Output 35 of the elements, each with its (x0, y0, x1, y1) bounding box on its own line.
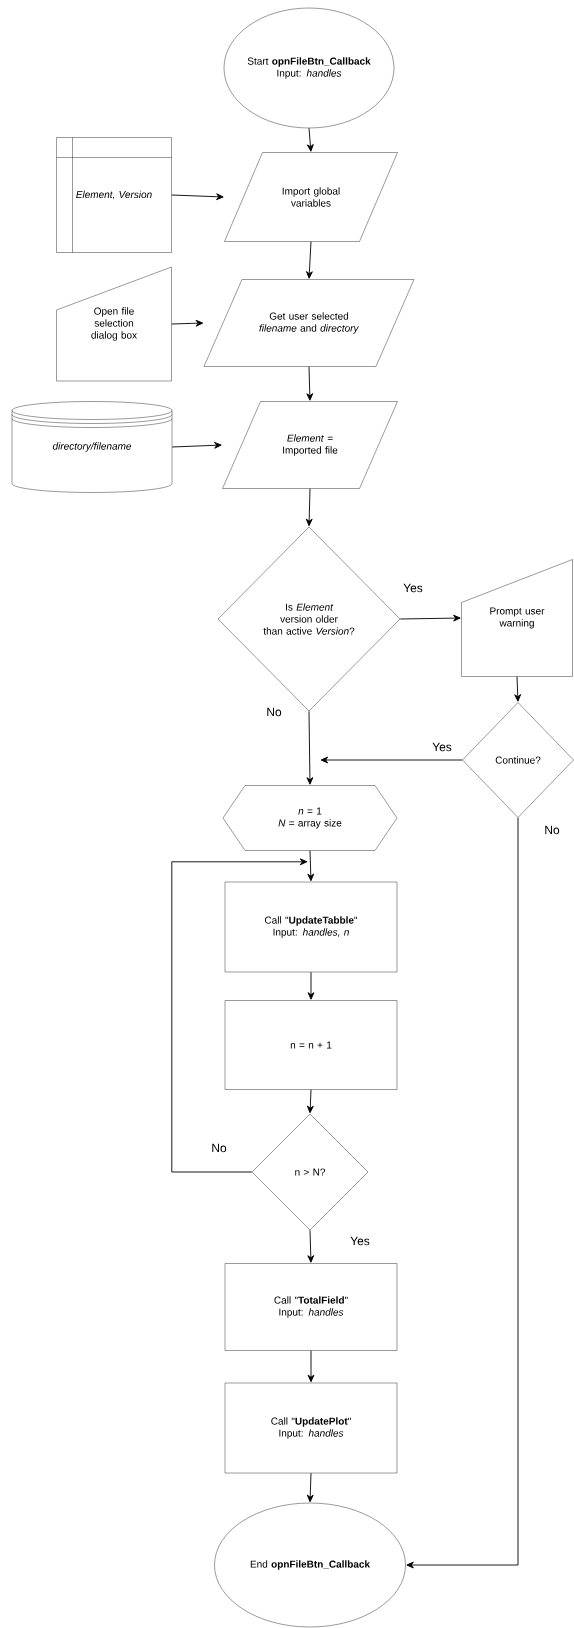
process-box: Call "UpdateTabble" Input: handles, n (224, 881, 398, 973)
edge-label: No (210, 1142, 228, 1154)
arrow (307, 127, 314, 152)
edge-label: Yes (431, 741, 453, 753)
arrow (399, 614, 461, 622)
data-table: Element, Version (56, 137, 172, 253)
node-label: directory/filename (52, 442, 132, 452)
arrow (320, 756, 463, 764)
arrow (171, 858, 308, 1173)
edge-label: Yes (349, 1235, 371, 1247)
arrow (307, 850, 315, 882)
process-box: n = n + 1 (224, 1000, 398, 1090)
arrow (306, 1472, 314, 1503)
edge-label: Yes (402, 582, 424, 594)
arrow (171, 441, 222, 449)
arrow (306, 710, 314, 785)
arrow (307, 1229, 315, 1263)
edge-label: No (543, 824, 561, 836)
process-box: Call "TotalField" Input: handles (224, 1263, 398, 1351)
process-box: Call "UpdatePlot" Input: handles (224, 1382, 398, 1474)
io-parallelogram: Import global variables (224, 152, 398, 242)
io-parallelogram: Element = Imported file (222, 401, 398, 489)
arrow (307, 971, 315, 1000)
arrow (306, 1089, 314, 1114)
arrow (306, 241, 313, 279)
io-parallelogram: Get user selected filename and directory (203, 279, 415, 367)
arrow (171, 319, 204, 327)
arrow (306, 366, 314, 401)
arrow (307, 1350, 315, 1383)
database-cylinder: directory/filename (11, 401, 173, 493)
preparation-hexagon: n = 1 N = array size (222, 785, 398, 851)
arrow (514, 676, 522, 702)
arrow (171, 193, 224, 201)
arrow (406, 817, 519, 1569)
arrow (305, 488, 313, 527)
